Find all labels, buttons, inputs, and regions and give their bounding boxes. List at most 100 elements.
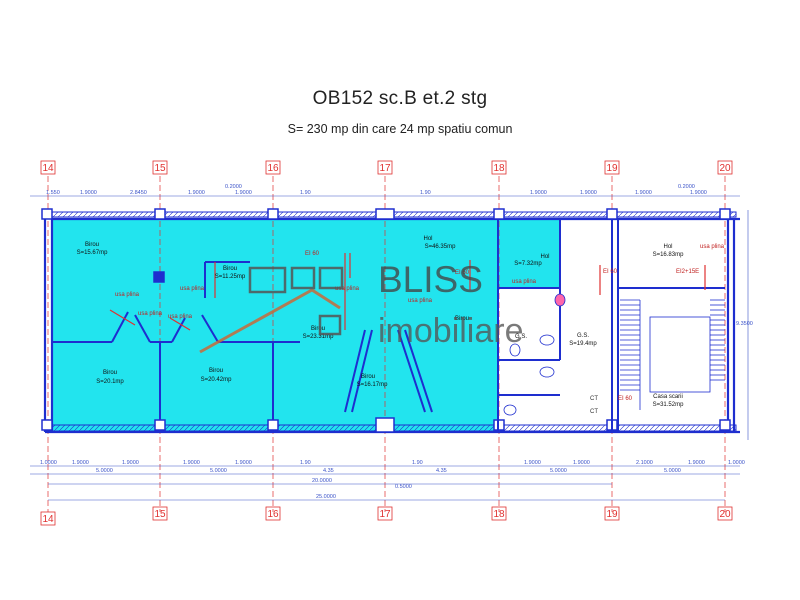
svg-text:1.90: 1.90 <box>412 460 423 466</box>
axis-label: 20 <box>719 163 731 174</box>
room-name: Birou <box>455 316 469 322</box>
svg-text:usa plina: usa plina <box>138 311 163 317</box>
room-area: S=15.67mp <box>77 250 109 256</box>
svg-text:5.0000: 5.0000 <box>550 468 567 474</box>
svg-text:usa plina: usa plina <box>700 244 725 250</box>
svg-text:5.0000: 5.0000 <box>210 468 227 474</box>
room-name: Birou <box>103 370 117 376</box>
room-area: S=16.83mp <box>653 252 685 258</box>
room-area: S=23.31mp <box>303 334 335 340</box>
svg-text:4.35: 4.35 <box>436 468 447 474</box>
watermark-brand: BLISS <box>378 259 483 300</box>
room-name: Birou <box>223 266 237 272</box>
room-name: Hol <box>540 254 549 260</box>
room-name: Birou <box>85 242 99 248</box>
room-area: S=20.1mp <box>96 379 124 385</box>
stair-void <box>618 219 728 432</box>
room-name: Hol <box>423 236 432 242</box>
svg-text:25.0000: 25.0000 <box>316 494 336 500</box>
svg-text:0.2000: 0.2000 <box>225 184 242 190</box>
axis-label: 17 <box>379 163 391 174</box>
svg-text:usa plina: usa plina <box>335 286 360 292</box>
svg-text:1.9000: 1.9000 <box>688 460 705 466</box>
svg-text:1.9000: 1.9000 <box>635 190 652 196</box>
axis-label: 16 <box>267 163 279 174</box>
svg-text:usa plina: usa plina <box>180 286 205 292</box>
room-area: S=31.52mp <box>653 402 685 408</box>
svg-text:1.9000: 1.9000 <box>530 190 547 196</box>
svg-text:CT: CT <box>590 409 598 415</box>
svg-text:0.5000: 0.5000 <box>395 484 412 490</box>
svg-text:1.9000: 1.9000 <box>580 190 597 196</box>
svg-text:CT: CT <box>590 396 598 402</box>
svg-text:EI 60: EI 60 <box>455 270 470 276</box>
room-name: Casa scarii <box>653 394 683 400</box>
watermark-subbrand: imobiliare <box>378 312 524 350</box>
svg-text:usa plina: usa plina <box>115 292 140 298</box>
dimension-bottom: 1.0000 1.9000 1.9000 1.9000 1.9000 1.90 … <box>30 460 745 501</box>
room-name: Birou <box>361 374 375 380</box>
watermark-logo <box>199 266 344 354</box>
door-lines <box>109 253 706 331</box>
svg-text:1.9000: 1.9000 <box>80 190 97 196</box>
svg-text:1.9000: 1.9000 <box>690 190 707 196</box>
svg-text:1.9000: 1.9000 <box>235 460 252 466</box>
svg-text:usa plina: usa plina <box>512 279 537 285</box>
room-labels: Birou S=15.67mp Birou S=11.25mp Birou S=… <box>77 236 685 408</box>
room-area: S=19.4mp <box>569 341 597 347</box>
svg-text:1.550: 1.550 <box>46 190 60 196</box>
svg-text:1.90: 1.90 <box>300 190 311 196</box>
interior-walls <box>52 219 725 432</box>
axis-label: 17 <box>379 509 391 520</box>
axis-labels-bottom: 14 15 16 17 18 19 20 <box>40 506 733 526</box>
annotations: CT CT EI 60 EI 60 EI 60 EI 60 EI2+15E <box>305 251 699 415</box>
svg-text:9.3500: 9.3500 <box>736 321 753 327</box>
svg-text:1.9000: 1.9000 <box>183 460 200 466</box>
room-name: Hol <box>663 244 672 250</box>
dimension-right: 9.3500 <box>736 210 753 440</box>
room-name: Birou <box>209 368 223 374</box>
axis-labels-top: 14 15 16 17 18 19 20 <box>40 160 733 175</box>
svg-text:1.0000: 1.0000 <box>728 460 745 466</box>
room-area: S=11.25mp <box>215 274 246 280</box>
svg-text:1.9000: 1.9000 <box>524 460 541 466</box>
svg-text:EI2+15E: EI2+15E <box>676 269 699 275</box>
room-area: S=20.42mp <box>201 377 233 383</box>
room-name: G.S. <box>515 334 527 340</box>
axis-label: 18 <box>493 163 505 174</box>
axis-label: 18 <box>493 509 505 520</box>
dimension-top: 1.550 1.9000 2.8450 1.9000 1.9000 1.90 1… <box>30 184 740 197</box>
svg-text:1.9000: 1.9000 <box>122 460 139 466</box>
watermark-text: BLISS imobiliare <box>378 259 524 350</box>
axis-label: 14 <box>42 514 54 525</box>
room-name: Birou <box>311 326 325 332</box>
room-name: G.S. <box>577 333 589 339</box>
svg-text:0.2000: 0.2000 <box>678 184 695 190</box>
svg-text:EI 60: EI 60 <box>305 251 320 257</box>
room-area: S=7.32mp <box>514 261 542 267</box>
svg-text:1.0000: 1.0000 <box>40 460 57 466</box>
svg-text:1.9000: 1.9000 <box>573 460 590 466</box>
axis-label: 16 <box>267 509 279 520</box>
page-title: OB152 sc.B et.2 stg <box>312 88 488 109</box>
floor-area-hol-small <box>498 219 560 288</box>
svg-text:EI 60: EI 60 <box>603 269 618 275</box>
svg-text:usa plina: usa plina <box>408 298 433 304</box>
axis-label: 15 <box>154 509 166 520</box>
sanitary-fixtures <box>503 293 566 416</box>
svg-text:20.0000: 20.0000 <box>312 478 332 484</box>
floor-area <box>52 219 560 432</box>
svg-text:1.9000: 1.9000 <box>72 460 89 466</box>
axis-label: 20 <box>719 509 731 520</box>
svg-text:1.9000: 1.9000 <box>188 190 205 196</box>
svg-text:1.90: 1.90 <box>300 460 311 466</box>
svg-text:EI 60: EI 60 <box>618 396 633 402</box>
room-area: S=16.17mp <box>357 382 389 388</box>
axis-label: 14 <box>42 163 54 174</box>
axis-label: 19 <box>606 163 618 174</box>
svg-text:2.1000: 2.1000 <box>636 460 653 466</box>
svg-text:5.0000: 5.0000 <box>96 468 113 474</box>
page-subtitle: S= 230 mp din care 24 mp spatiu comun <box>287 122 513 136</box>
svg-text:5.0000: 5.0000 <box>664 468 681 474</box>
